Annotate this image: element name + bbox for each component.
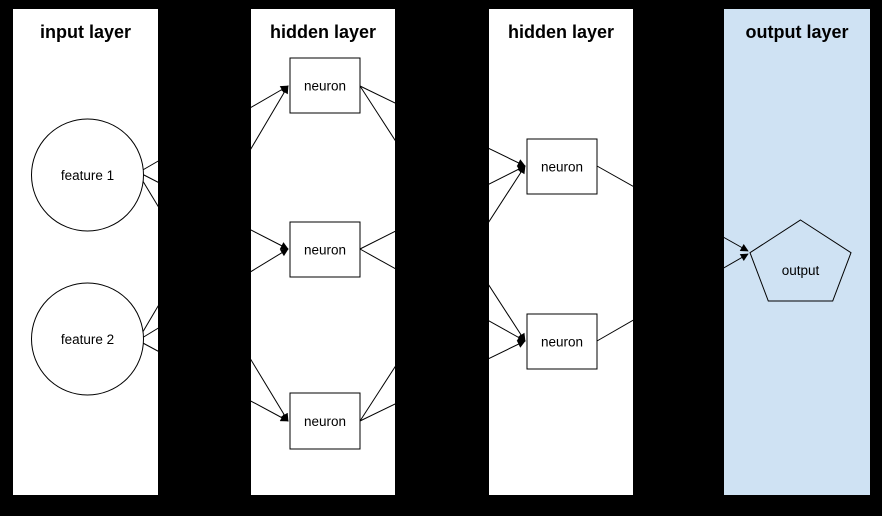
- node-h1n3: [289, 392, 361, 450]
- edge-feature1-to-h1n1: [140, 85, 289, 172]
- edge-feature1-to-h1n3: [140, 177, 289, 422]
- edge-h2n2-to-out1: [596, 253, 749, 342]
- edge-h1n3-to-h2n2: [359, 340, 526, 422]
- edge-h1n2-to-h2n1: [359, 165, 526, 250]
- node-h1n1: [289, 57, 361, 114]
- node-label-h2n1: neuron: [541, 160, 583, 175]
- layer-title-hidden1: hidden layer: [270, 22, 376, 42]
- edge-h2n1-to-out1: [596, 165, 749, 252]
- node-label-feature1: feature 1: [61, 168, 114, 183]
- node-label-out1: output: [782, 263, 820, 278]
- edge-h1n2-to-h2n2: [359, 248, 526, 342]
- edge-feature2-to-h1n3: [140, 341, 289, 422]
- node-label-h2n2: neuron: [541, 335, 583, 350]
- edge-h1n1-to-h2n1: [359, 85, 526, 167]
- node-label-h1n1: neuron: [304, 79, 346, 94]
- node-label-h1n3: neuron: [304, 414, 346, 429]
- edge-feature1-to-h1n2: [141, 173, 289, 250]
- node-h1n2: [289, 221, 361, 278]
- node-out1: [749, 219, 852, 302]
- layer-title-hidden2: hidden layer: [508, 22, 614, 42]
- edge-h1n3-to-h2n1: [359, 165, 526, 422]
- layer-panel-input: [13, 9, 158, 495]
- node-feature2: [31, 282, 144, 396]
- layer-panel-hidden2: [489, 9, 633, 495]
- node-h2n1: [526, 138, 598, 195]
- node-label-h1n2: neuron: [304, 243, 346, 258]
- node-label-feature2: feature 2: [61, 332, 114, 347]
- node-feature1: [31, 118, 144, 232]
- edge-feature2-to-h1n2: [141, 248, 289, 339]
- layer-title-input: input layer: [40, 22, 131, 42]
- edge-h1n1-to-h2n2: [359, 85, 526, 342]
- edge-feature2-to-h1n1: [140, 85, 289, 336]
- node-h2n2: [526, 313, 598, 370]
- layer-title-output: output layer: [745, 22, 848, 42]
